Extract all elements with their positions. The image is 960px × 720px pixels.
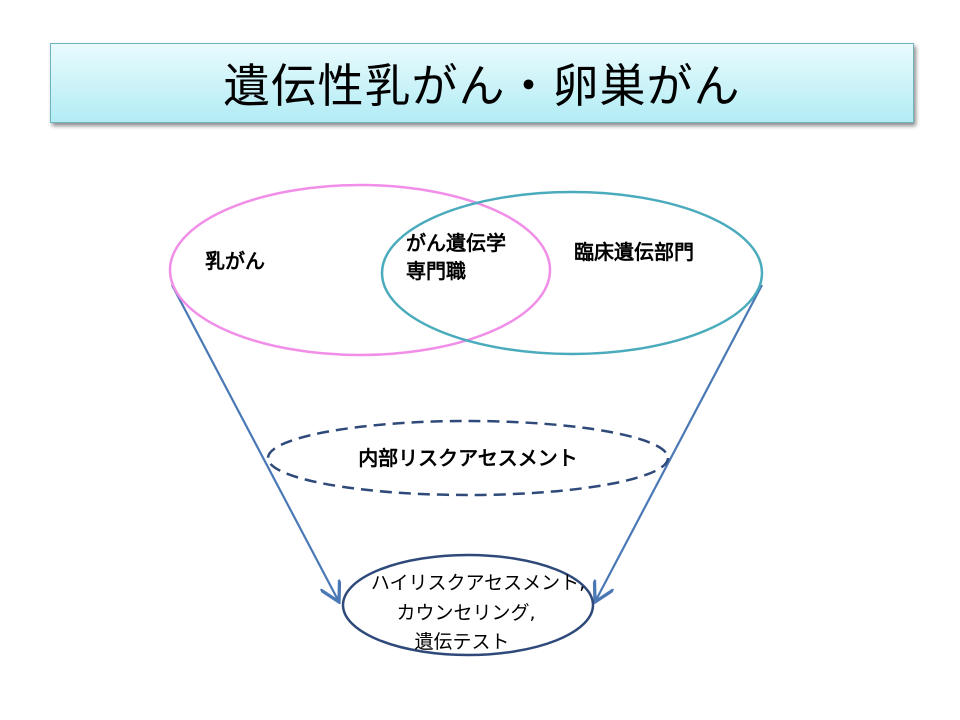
breast-cancer-label: 乳がん	[205, 249, 265, 273]
overlap-label-line2: 専門職	[406, 259, 466, 283]
bottom-label-line1: ハイリスクアセスメント,	[371, 572, 585, 594]
bottom-label-line2: カウンセリング,	[396, 602, 535, 624]
clinical-genetics-label: 臨床遺伝部門	[574, 240, 694, 264]
slide-title: 遺伝性乳がん・卵巣がん	[223, 59, 741, 113]
internal-risk-label: 内部リスクアセスメント	[358, 446, 578, 470]
breast-cancer-circle	[168, 183, 552, 357]
overlap-label-line1: がん遺伝学	[406, 231, 506, 255]
left-funnel-arrow	[171, 284, 338, 600]
bottom-label-line3: 遺伝テスト	[414, 631, 509, 653]
right-funnel-arrow	[596, 284, 763, 600]
clinical-genetics-circle	[380, 190, 764, 356]
title-banner: 遺伝性乳がん・卵巣がん	[50, 43, 914, 123]
internal-risk-assessment-ellipse	[266, 419, 670, 497]
high-risk-ellipse	[341, 553, 595, 657]
